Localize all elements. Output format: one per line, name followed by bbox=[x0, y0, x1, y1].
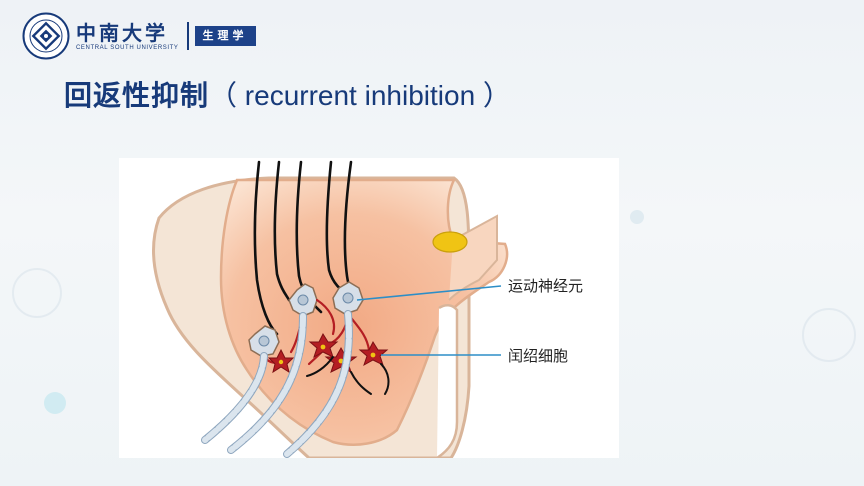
slide-title: 回返性抑制（ recurrent inhibition ） bbox=[64, 76, 511, 116]
csu-logo-icon bbox=[22, 12, 70, 60]
background-bubble bbox=[630, 210, 644, 224]
motor-neuron-cell bbox=[332, 281, 364, 315]
ventral-median-fissure bbox=[436, 304, 459, 460]
recurrent-inhibition-figure bbox=[119, 158, 619, 460]
interneuron-nuclei bbox=[278, 344, 376, 365]
header-separator bbox=[186, 22, 189, 50]
motor-neuron-label: 运动神经元 bbox=[508, 277, 584, 295]
leader-lines bbox=[356, 285, 502, 356]
slide-title-en: （ recurrent inhibition ） bbox=[209, 80, 511, 111]
background-bubble bbox=[44, 392, 66, 414]
motor-axons bbox=[201, 310, 353, 458]
slide-header: 中南大学 CENTRAL SOUTH UNIVERSITY 生理学 bbox=[22, 12, 256, 60]
motor-neuron-group bbox=[248, 281, 364, 357]
slide-title-cn: 回返性抑制 bbox=[64, 79, 210, 112]
university-name-cn: 中南大学 bbox=[76, 20, 168, 45]
interneuron-axons bbox=[306, 356, 390, 395]
spinal-cord-diagram bbox=[151, 160, 509, 460]
department-badge: 生理学 bbox=[194, 26, 256, 46]
interneuron-label: 闰绍细胞 bbox=[508, 347, 569, 365]
background-bubble bbox=[12, 268, 62, 318]
yellow-nucleus bbox=[432, 231, 468, 253]
motor-neuron-cell bbox=[248, 325, 280, 357]
motor-neuron-cell bbox=[288, 283, 318, 317]
university-name-en: CENTRAL SOUTH UNIVERSITY bbox=[76, 44, 179, 51]
university-name: 中南大学 CENTRAL SOUTH UNIVERSITY bbox=[76, 22, 179, 51]
background-bubble bbox=[802, 308, 856, 362]
motor-neuron-leader-line bbox=[356, 285, 502, 301]
